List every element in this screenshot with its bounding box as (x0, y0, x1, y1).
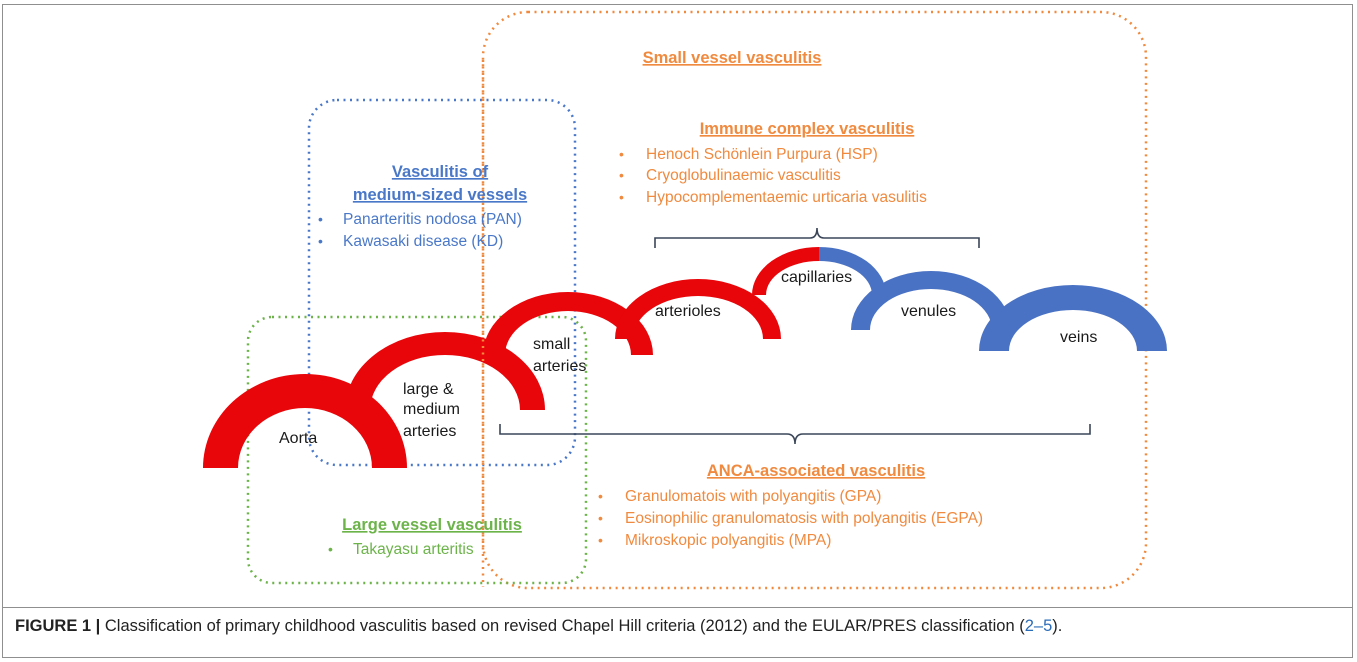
veins-label: veins (1060, 329, 1097, 346)
medium-item-2: Kawasaki disease (KD) (343, 233, 503, 250)
venules-label: venules (901, 303, 956, 320)
small-arteries-label-2: arteries (533, 358, 586, 375)
anca-brace (499, 424, 1091, 445)
immune-complex-title: Immune complex vasculitis (700, 120, 915, 138)
small-vessel-title: Small vessel vasculitis (643, 49, 822, 67)
small-vessel-box (481, 10, 1148, 590)
large-medium-label-2: medium (403, 401, 460, 418)
bullet: • (328, 541, 333, 557)
medium-vessel-box (307, 98, 577, 467)
large-medium-arteries-arch (345, 332, 545, 410)
anca-item-2: Eosinophilic granulomatosis with polyang… (625, 510, 983, 527)
immune-item-2: Cryoglobulinaemic vasculitis (646, 167, 841, 184)
arterioles-label: arterioles (655, 303, 721, 320)
anca-title: ANCA-associated vasculitis (707, 462, 925, 480)
medium-item-1: Panarteritis nodosa (PAN) (343, 211, 522, 228)
anca-item-3: Mikroskopic polyangitis (MPA) (625, 532, 831, 549)
caption-reference-link[interactable]: 2–5 (1024, 617, 1053, 635)
bullet: • (619, 189, 624, 205)
figure-caption: FIGURE 1 | Classification of primary chi… (15, 617, 1345, 636)
bullet: • (318, 211, 323, 227)
veins-arch (979, 285, 1167, 351)
caption-lead: FIGURE 1 | (15, 617, 101, 635)
bullet: • (598, 488, 603, 504)
immune-complex-brace (654, 227, 980, 248)
aorta-arch (203, 374, 407, 468)
arterioles-arch (615, 279, 781, 339)
small-arteries-label-1: small (533, 336, 570, 353)
bullet: • (598, 532, 603, 548)
immune-item-1: Henoch Schönlein Purpura (HSP) (646, 146, 878, 163)
venules-arch (851, 271, 1011, 330)
bullet: • (619, 146, 624, 162)
vasculitis-diagram: Aorta large & medium arteries small arte… (203, 10, 1167, 590)
figure-frame (2, 4, 1353, 658)
large-medium-label-3: arteries (403, 423, 456, 440)
large-vessel-box (246, 315, 588, 585)
anca-item-1: Granulomatois with polyangitis (GPA) (625, 488, 881, 505)
bullet: • (318, 233, 323, 249)
caption-text: Classification of primary childhood vasc… (100, 617, 1025, 635)
capillaries-arch-arterial (752, 247, 819, 295)
small-arteries-arch (483, 292, 653, 355)
large-vessel-title: Large vessel vasculitis (342, 516, 522, 534)
capillaries-label: capillaries (781, 269, 852, 286)
caption-divider (2, 607, 1353, 608)
medium-vessel-title-2: medium-sized vessels (353, 186, 527, 204)
bullet: • (598, 510, 603, 526)
large-item-1: Takayasu arteritis (353, 541, 474, 558)
large-medium-label-1: large & (403, 381, 454, 398)
aorta-label: Aorta (279, 430, 317, 447)
caption-tail: ). (1052, 617, 1063, 635)
capillaries-arch-venous (819, 247, 886, 295)
medium-vessel-title-1: Vasculitis of (392, 163, 489, 181)
bullet: • (619, 167, 624, 183)
immune-item-3: Hypocomplementaemic urticaria vasulitis (646, 189, 927, 206)
